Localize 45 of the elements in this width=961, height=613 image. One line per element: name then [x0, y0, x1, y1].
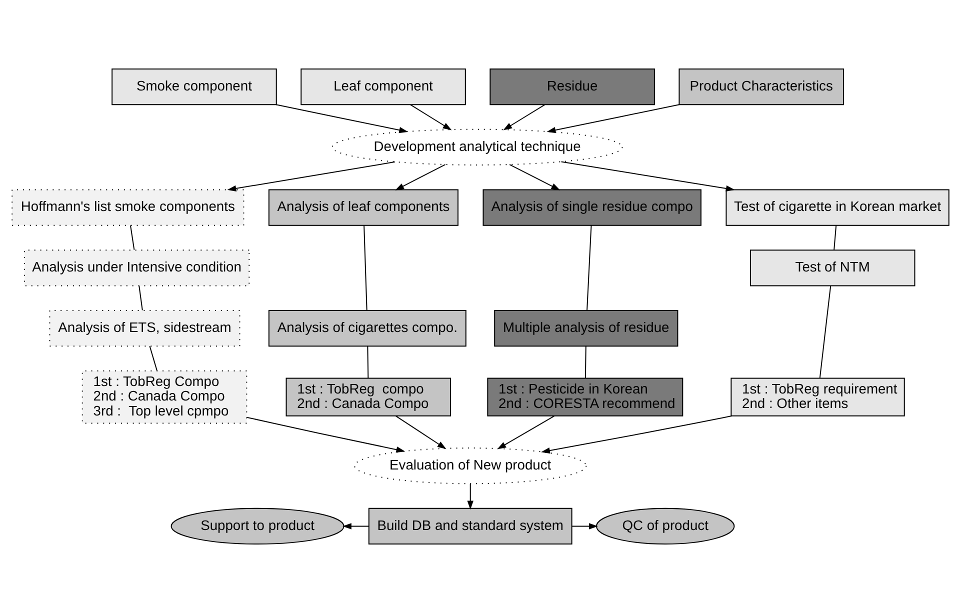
node-box: 1st : Pesticide in Korean 2nd : CORESTA recommend — [487, 378, 684, 416]
node-box: 1st : TobReg Compo 2nd : Canada Compo 3rd : Top level cpmpo — [82, 370, 248, 424]
node-box: 1st : TobReg compo 2nd : Canada Compo — [286, 378, 452, 416]
node-box: Analysis of cigarettes compo. — [268, 310, 466, 347]
node-ellipse: QC of product — [596, 508, 735, 545]
node-ellipse: Development analytical technique — [332, 128, 623, 166]
arrow — [541, 415, 732, 454]
node-box: Test of cigarette in Korean market — [726, 189, 950, 226]
arrow — [246, 416, 406, 453]
arrow — [467, 483, 474, 510]
arrow — [410, 104, 452, 130]
connector — [149, 346, 158, 372]
connector — [364, 225, 368, 311]
arrow — [227, 161, 396, 192]
node-box: Hoffmann's list smoke components — [12, 189, 244, 226]
arrow — [560, 161, 735, 192]
connector — [584, 346, 586, 379]
arrow — [509, 164, 560, 190]
node-box: Test of NTM — [750, 250, 916, 286]
node-box: Residue — [490, 68, 655, 106]
node-box: 1st : TobReg requirement 2nd : Other items — [730, 378, 905, 416]
connector — [138, 285, 143, 311]
arrow — [395, 415, 446, 450]
node-ellipse: Support to product — [170, 508, 344, 545]
arrow — [342, 523, 370, 530]
arrow — [395, 164, 446, 190]
connector — [586, 225, 592, 311]
connector — [819, 285, 832, 378]
arrow — [572, 523, 598, 530]
node-box: Analysis of leaf components — [268, 189, 458, 226]
node-box: Analysis of ETS, sidestream — [49, 310, 240, 347]
node-box: Analysis of single residue compo — [482, 189, 702, 226]
arrow — [497, 415, 555, 450]
node-box: Product Characteristics — [678, 68, 844, 106]
connector — [130, 224, 135, 250]
connector — [367, 346, 369, 379]
arrow — [503, 104, 546, 130]
node-box: Analysis under Intensive condition — [24, 250, 250, 286]
node-box: Build DB and standard system — [368, 508, 572, 545]
node-box: Leaf component — [300, 68, 466, 106]
node-box: Multiple analysis of residue — [494, 310, 678, 347]
arrow — [546, 104, 680, 134]
arrow — [276, 104, 408, 134]
node-box: Smoke component — [112, 68, 277, 106]
connector — [834, 224, 837, 250]
